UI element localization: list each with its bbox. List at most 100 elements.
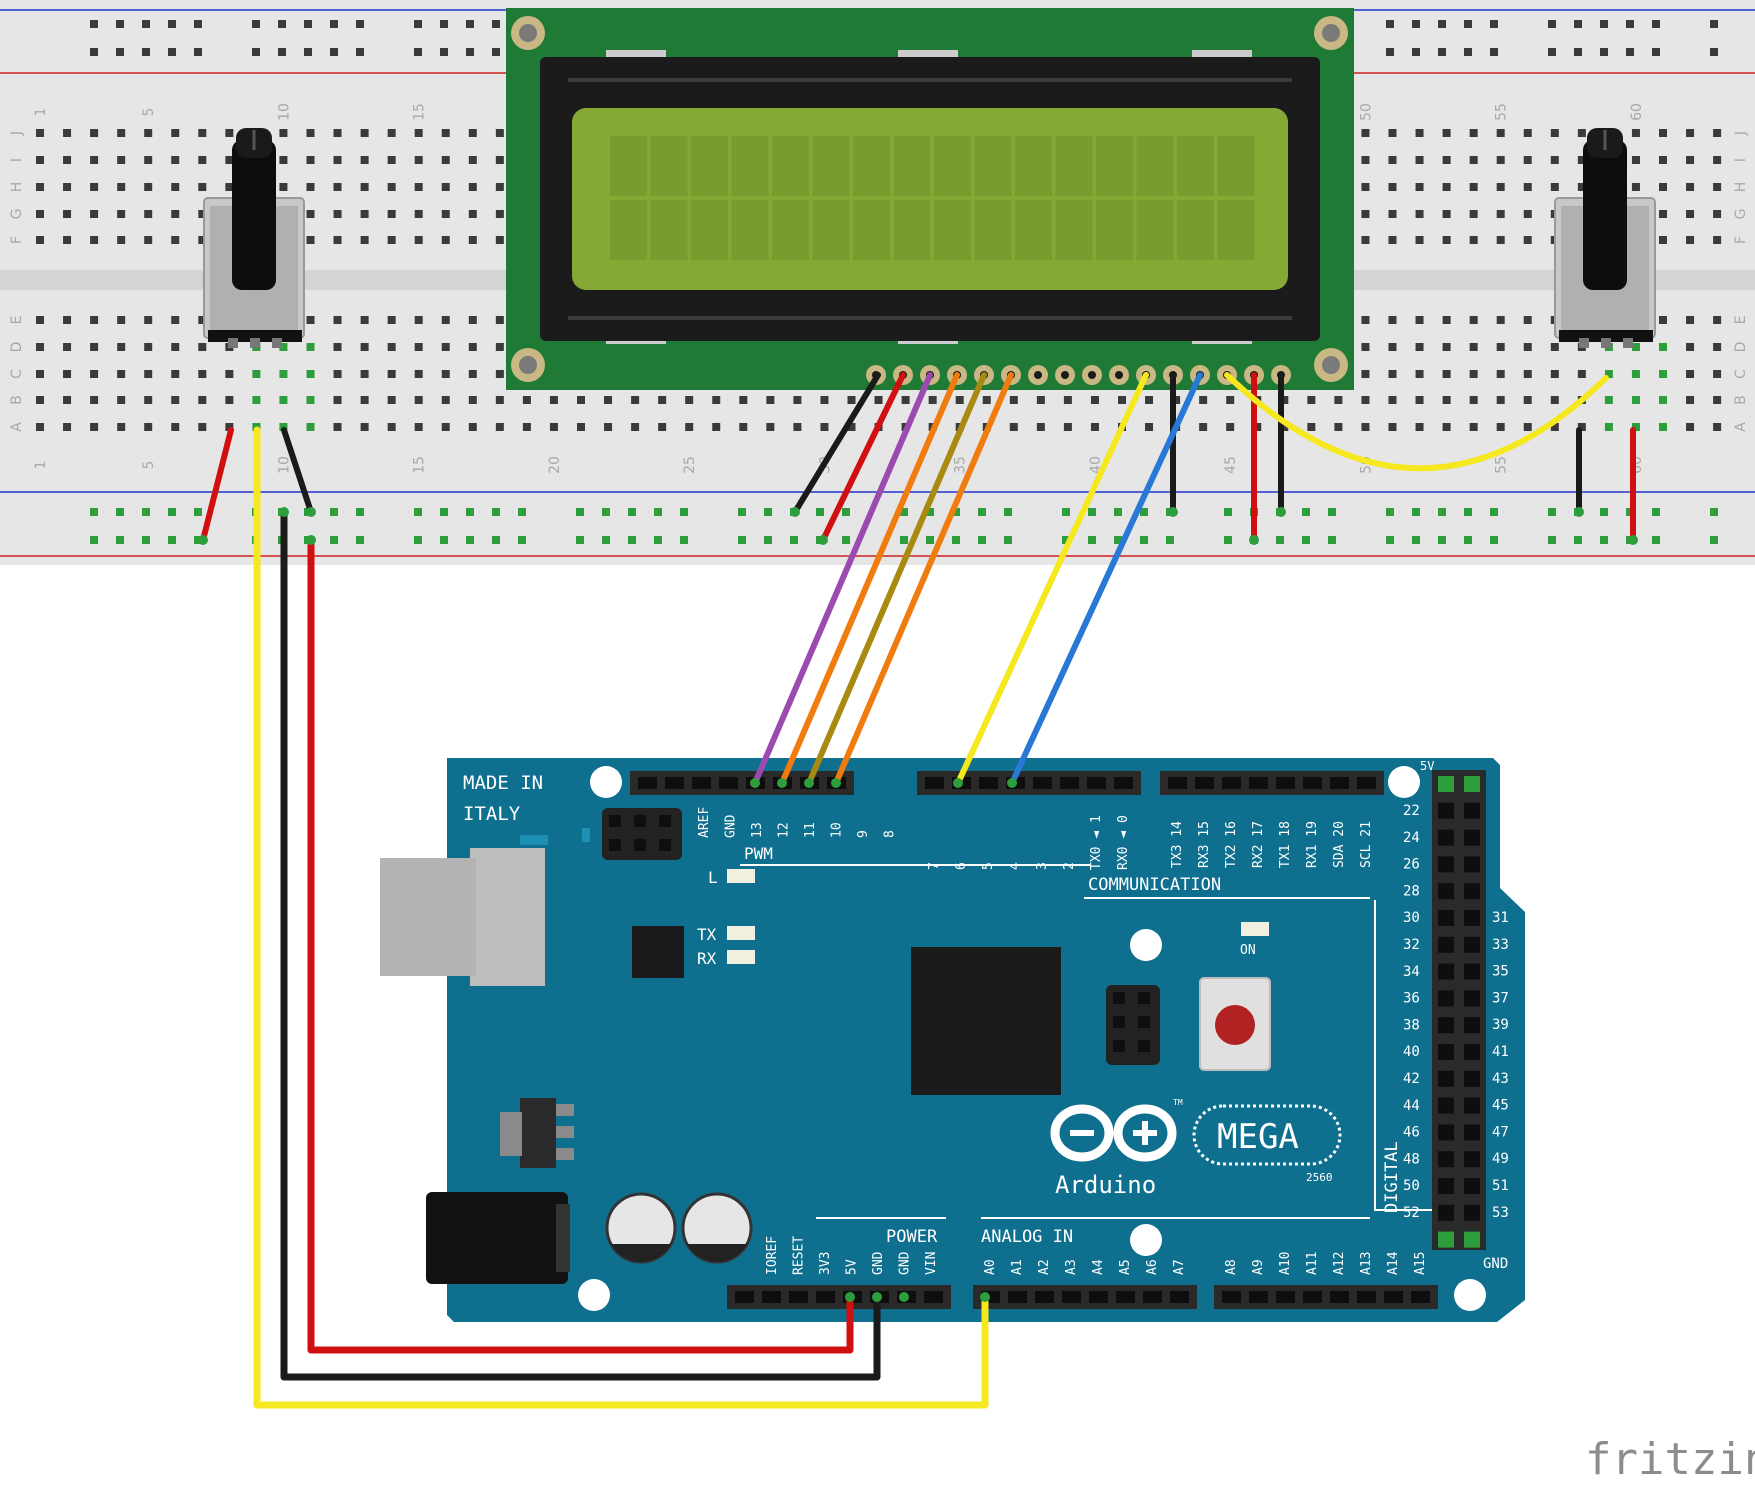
- header-pin[interactable]: [1438, 856, 1454, 873]
- header-pin[interactable]: [1464, 776, 1480, 792]
- header-pin[interactable]: [1438, 990, 1454, 1007]
- wire-lcd-d5[interactable]: [806, 372, 987, 786]
- header-pin[interactable]: [1222, 777, 1241, 789]
- wire-pot-left-gnd[interactable]: [281, 427, 314, 515]
- header-pin[interactable]: [1276, 777, 1295, 789]
- header-pin[interactable]: [735, 1291, 754, 1303]
- header-pin[interactable]: [1464, 1017, 1480, 1034]
- header-pin[interactable]: [1464, 1124, 1480, 1141]
- header-pin[interactable]: [1438, 1204, 1454, 1221]
- header-pin[interactable]: [1116, 1291, 1135, 1303]
- header-pin[interactable]: [1249, 777, 1268, 789]
- wire-lcd-vcc[interactable]: [820, 372, 906, 543]
- header-pin[interactable]: [1330, 1291, 1349, 1303]
- header-pin[interactable]: [1464, 1231, 1480, 1248]
- header-pin[interactable]: [1438, 883, 1454, 900]
- header-pin[interactable]: [1249, 1291, 1268, 1303]
- header-pin[interactable]: [1464, 1178, 1480, 1194]
- header-pin[interactable]: [1464, 1204, 1480, 1221]
- rail-hole: [116, 48, 124, 56]
- header-pin[interactable]: [1303, 1291, 1322, 1303]
- wire-lcd-d7[interactable]: [752, 372, 933, 786]
- header-pin[interactable]: [1438, 829, 1454, 846]
- header-pin[interactable]: [692, 777, 711, 789]
- header-pin[interactable]: [1438, 910, 1454, 926]
- breadboard-hole: [1686, 316, 1695, 324]
- header-pin[interactable]: [1464, 883, 1480, 900]
- header-pin[interactable]: [665, 777, 684, 789]
- header-pin[interactable]: [1062, 1291, 1081, 1303]
- arduino-headers[interactable]: [609, 770, 1486, 1309]
- header-pin[interactable]: [1464, 1044, 1480, 1060]
- header-pin[interactable]: [1303, 777, 1322, 789]
- wire-contrast[interactable]: [1224, 372, 1609, 472]
- header-pin[interactable]: [1170, 1291, 1189, 1303]
- header-pin[interactable]: [1438, 1017, 1454, 1034]
- header-pin[interactable]: [1438, 936, 1454, 953]
- header-pin[interactable]: [1464, 936, 1480, 953]
- wire-lcd-d6[interactable]: [779, 372, 960, 786]
- header-pin[interactable]: [1114, 777, 1133, 789]
- header-pin[interactable]: [1464, 802, 1480, 819]
- header-pin[interactable]: [719, 777, 738, 789]
- header-pin[interactable]: [1464, 963, 1480, 980]
- reset-button[interactable]: [1199, 977, 1271, 1071]
- header-pin[interactable]: [1195, 777, 1214, 789]
- header-pin[interactable]: [1330, 777, 1349, 789]
- wire-pot-left-to-a0[interactable]: [253, 426, 989, 1409]
- header-pin[interactable]: [816, 1291, 835, 1303]
- header-pin[interactable]: [1438, 1151, 1454, 1168]
- header-pin[interactable]: [1438, 802, 1454, 819]
- usb-connector[interactable]: [380, 848, 545, 986]
- header-pin[interactable]: [1089, 1291, 1108, 1303]
- wire-rail-5v-to-arduino[interactable]: [307, 536, 854, 1354]
- wire-lcd-d4[interactable]: [833, 372, 1014, 786]
- potentiometer-right[interactable]: [1554, 128, 1656, 348]
- wire-lcd-rs[interactable]: [955, 372, 1149, 786]
- lcd-pin-hole: [1034, 371, 1042, 379]
- header-pin[interactable]: [1222, 1291, 1241, 1303]
- header-pin[interactable]: [1276, 1291, 1295, 1303]
- header-pin[interactable]: [1087, 777, 1106, 789]
- header-pin[interactable]: [1060, 777, 1079, 789]
- header-pin[interactable]: [1357, 1291, 1376, 1303]
- rail-hole: [738, 508, 746, 516]
- header-pin[interactable]: [1464, 856, 1480, 873]
- header-pin[interactable]: [979, 777, 998, 789]
- potentiometer-left[interactable]: [203, 128, 305, 348]
- header-pin[interactable]: [1438, 1044, 1454, 1060]
- header-pin[interactable]: [925, 777, 944, 789]
- header-pin[interactable]: [1438, 963, 1454, 980]
- header-pin[interactable]: [638, 777, 657, 789]
- header-pin[interactable]: [1438, 1124, 1454, 1141]
- header-pin[interactable]: [1464, 829, 1480, 846]
- wire-rail-gnd-to-arduino[interactable]: [280, 508, 881, 1381]
- header-pin[interactable]: [762, 1291, 781, 1303]
- header-pin[interactable]: [1357, 777, 1376, 789]
- breadboard-hole: [1469, 210, 1478, 218]
- wire-lcd-gnd[interactable]: [792, 372, 881, 515]
- header-pin[interactable]: [1438, 1178, 1454, 1194]
- header-pin[interactable]: [1438, 1231, 1454, 1248]
- lcd-char-cell: [610, 136, 647, 196]
- header-pin[interactable]: [1168, 777, 1187, 789]
- wire-lcd-enable[interactable]: [1009, 372, 1203, 786]
- header-pin[interactable]: [1438, 1070, 1454, 1087]
- dc-power-jack[interactable]: [426, 1192, 570, 1284]
- header-pin[interactable]: [1464, 1151, 1480, 1168]
- header-pin[interactable]: [1464, 990, 1480, 1007]
- header-pin[interactable]: [1464, 1070, 1480, 1087]
- wire-pot-left-vcc[interactable]: [200, 427, 234, 543]
- header-pin[interactable]: [1411, 1291, 1430, 1303]
- header-pin[interactable]: [789, 1291, 808, 1303]
- header-pin[interactable]: [1384, 1291, 1403, 1303]
- header-pin[interactable]: [1008, 1291, 1027, 1303]
- header-pin[interactable]: [1438, 1097, 1454, 1114]
- header-pin[interactable]: [1033, 777, 1052, 789]
- header-pin[interactable]: [1464, 910, 1480, 926]
- header-pin[interactable]: [1143, 1291, 1162, 1303]
- header-pin[interactable]: [1438, 776, 1454, 792]
- header-pin[interactable]: [1464, 1097, 1480, 1114]
- header-pin[interactable]: [924, 1291, 943, 1303]
- header-pin[interactable]: [1035, 1291, 1054, 1303]
